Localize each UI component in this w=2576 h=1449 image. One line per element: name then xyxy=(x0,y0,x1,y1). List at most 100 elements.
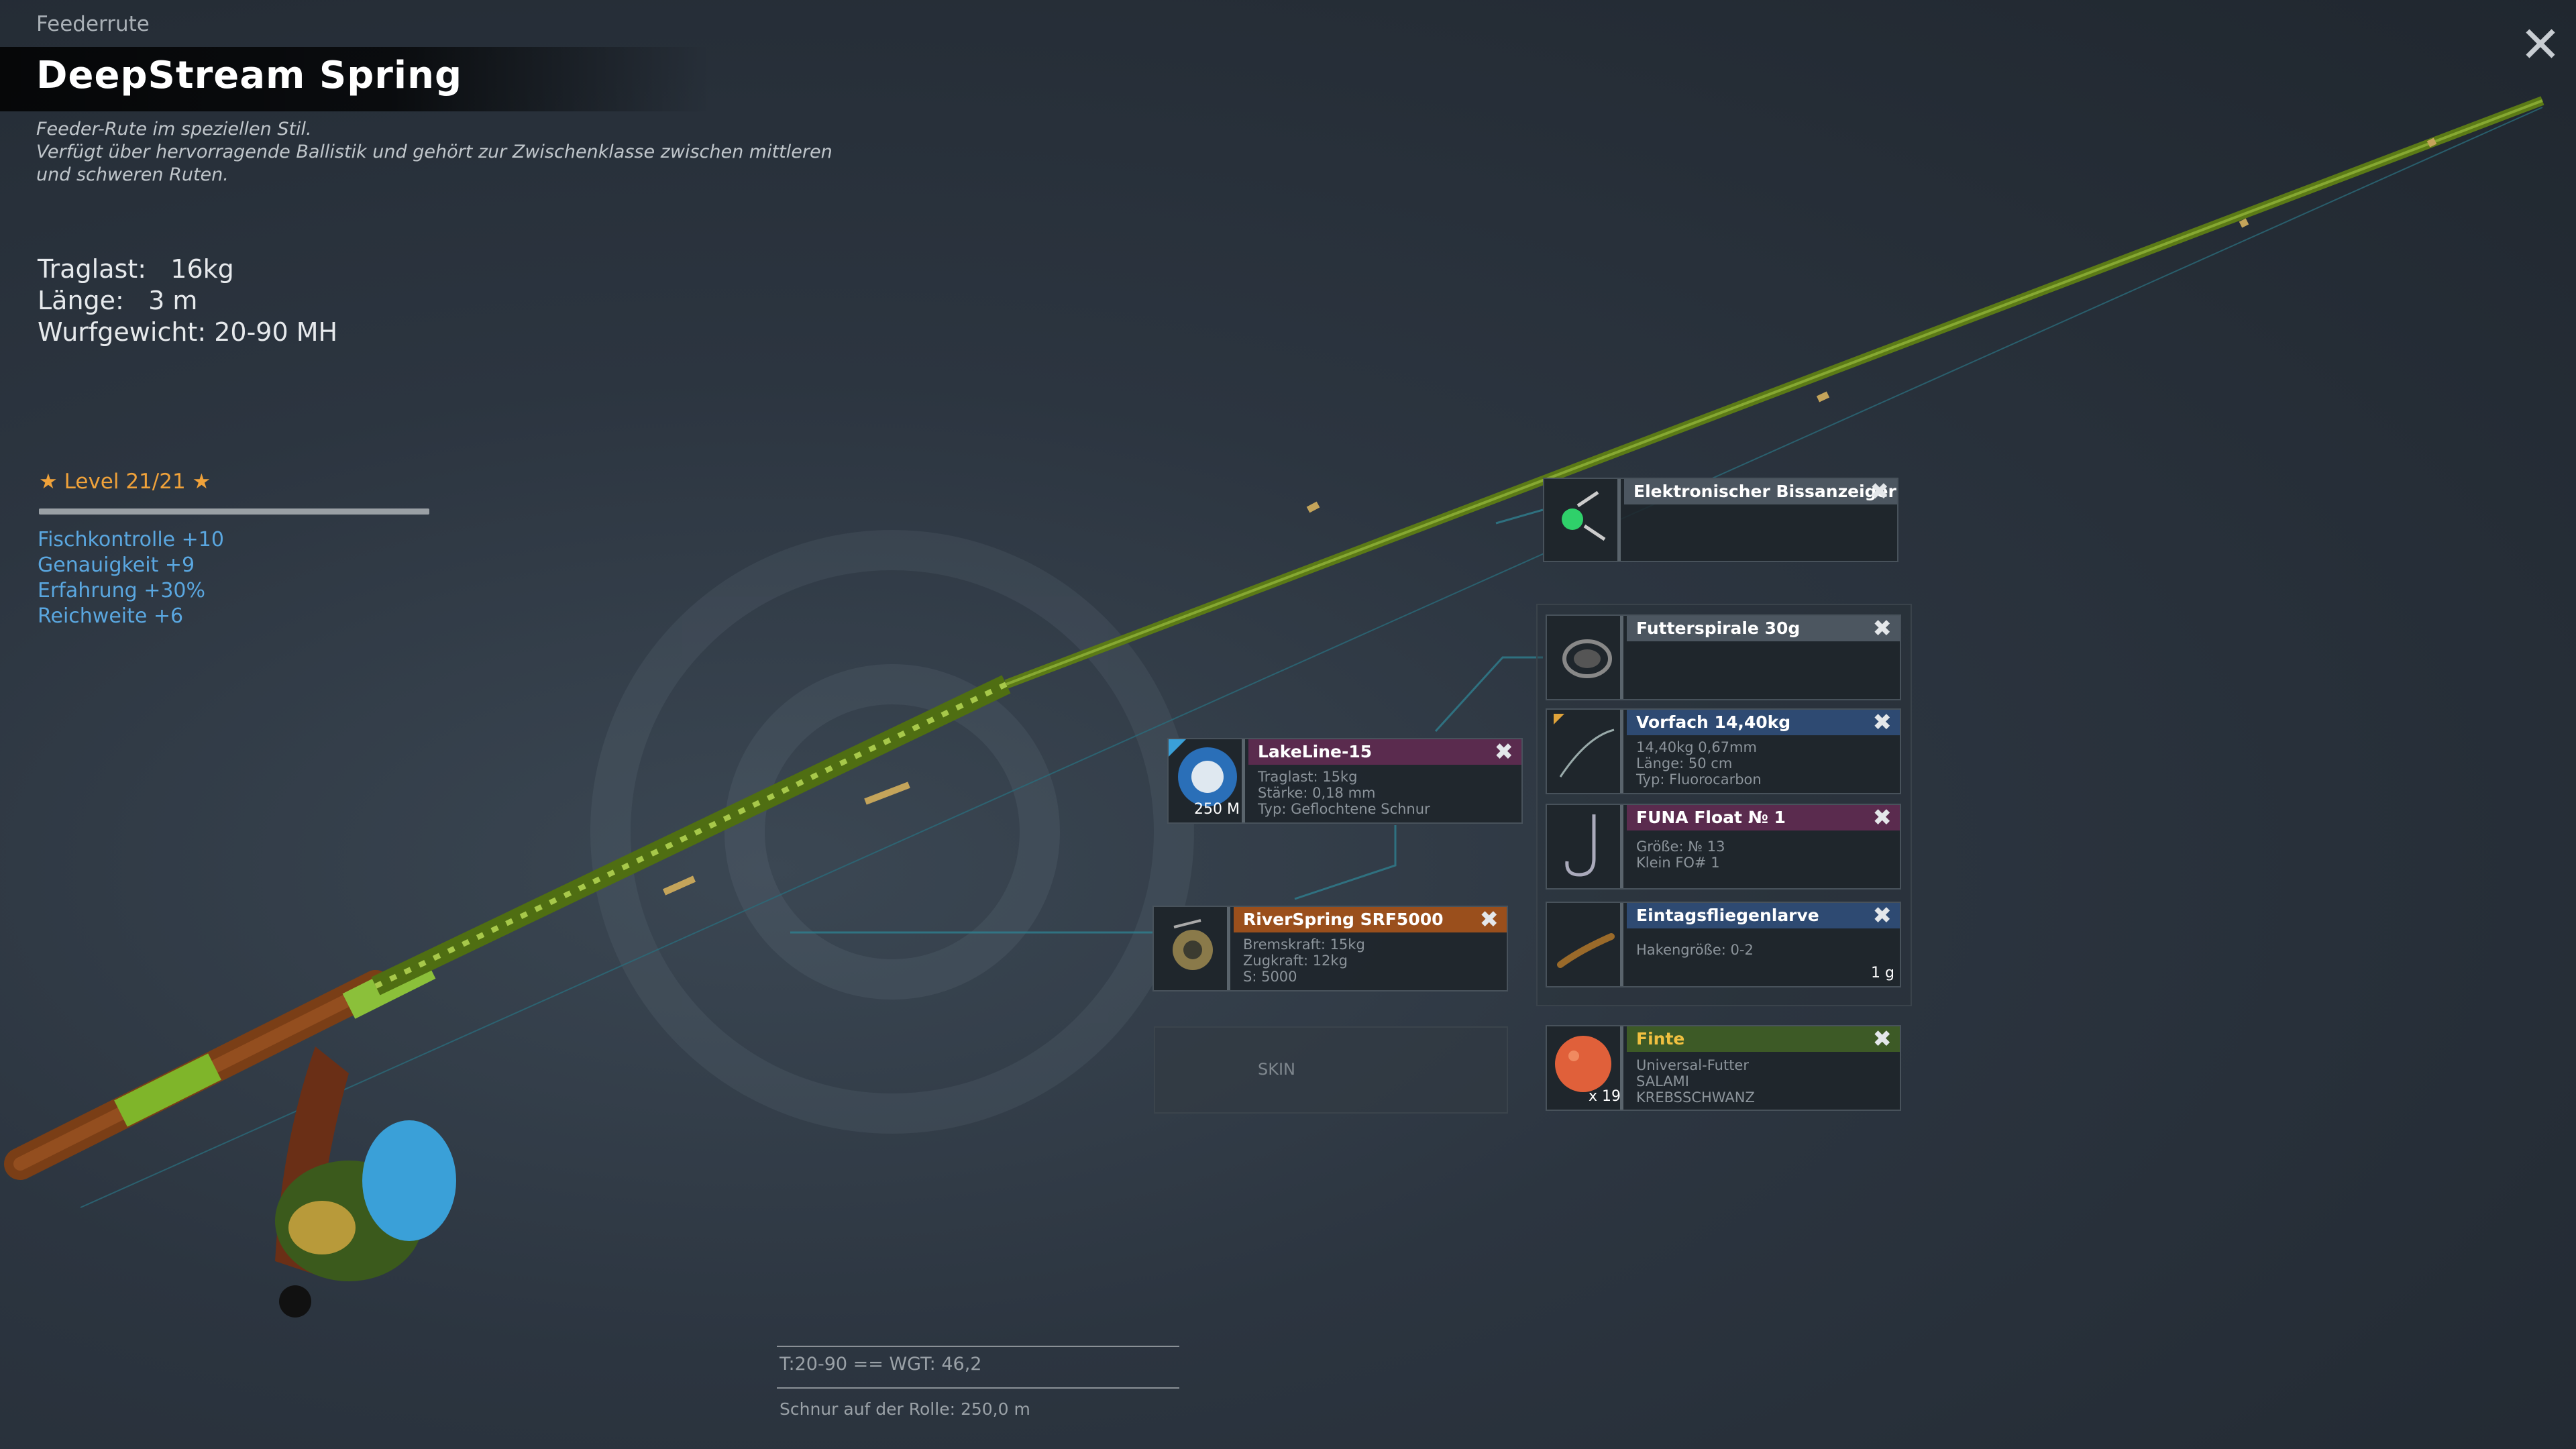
remove-bite-alarm-button[interactable]: ✖ xyxy=(1870,478,1890,505)
slot-bite-alarm-title: Elektronischer Bissanzeiger xyxy=(1624,479,1897,504)
spool-line-readout: Schnur auf der Rolle: 250,0 m xyxy=(780,1399,1030,1419)
line-details: Traglast: 15kg Stärke: 0,18 mm Typ: Gefl… xyxy=(1258,769,1515,817)
reel-illustration xyxy=(275,1046,456,1318)
hook-detail: Klein FO# 1 xyxy=(1636,855,1720,871)
slot-line-title: LakeLine-15 xyxy=(1248,739,1521,765)
level-bonuses: Fischkontrolle +10 Genauigkeit +9 Erfahr… xyxy=(38,527,224,629)
rod-blank xyxy=(4,96,2544,1180)
bonus-item: Erfahrung +30% xyxy=(38,579,206,602)
rod-category: Feederrute xyxy=(36,12,150,36)
stat-length-value: 3 m xyxy=(148,286,198,315)
groundbait-detail: SALAMI xyxy=(1636,1073,1689,1089)
bonus-item: Genauigkeit +9 xyxy=(38,553,195,577)
leader-name: Vorfach 14,40kg xyxy=(1636,712,1791,732)
reel-details: Bremskraft: 15kg Zugkraft: 12kg S: 5000 xyxy=(1243,936,1500,985)
slot-bite-alarm[interactable]: Elektronischer Bissanzeiger ✖ xyxy=(1543,478,1898,562)
stat-cast-value: 20-90 MH xyxy=(214,317,338,347)
rod-description: Feeder-Rute im speziellen Stil. Verfügt … xyxy=(36,118,833,186)
title-bar-background xyxy=(0,47,711,111)
stat-load: Traglast: 16kg xyxy=(38,254,337,285)
bonus-item: Fischkontrolle +10 xyxy=(38,528,224,551)
tension-weight-readout: T:20-90 == WGT: 46,2 xyxy=(780,1354,982,1375)
bait-name: Eintagsfliegenlarve xyxy=(1636,906,1819,925)
stat-length: Länge: 3 m xyxy=(38,285,337,317)
leader-detail: Länge: 50 cm xyxy=(1636,755,1733,771)
stat-length-label: Länge: xyxy=(38,286,124,315)
bite-alarm-name: Elektronischer Bissanzeiger xyxy=(1633,482,1896,501)
slot-leader[interactable]: Vorfach 14,40kg ✖ 14,40kg 0,67mm Länge: … xyxy=(1546,708,1901,794)
groundbait-ball-icon xyxy=(1547,1026,1623,1110)
hook-detail: Größe: № 13 xyxy=(1636,839,1725,855)
larva-icon xyxy=(1547,903,1623,986)
bait-quantity: 1 g xyxy=(1871,965,1894,981)
remove-bait-button[interactable]: ✖ xyxy=(1872,902,1892,929)
reel-detail: S: 5000 xyxy=(1243,969,1297,985)
line-detail: Typ: Geflochtene Schnur xyxy=(1258,801,1430,817)
groundbait-name: Finte xyxy=(1636,1029,1685,1049)
line-detail: Stärke: 0,18 mm xyxy=(1258,785,1376,801)
line-detail: Traglast: 15kg xyxy=(1258,769,1358,785)
close-button[interactable]: ✕ xyxy=(2519,16,2561,74)
footer-divider xyxy=(777,1387,1179,1389)
level-label: ★ Level 21/21 ★ xyxy=(39,470,211,494)
reel-icon xyxy=(1154,907,1230,990)
footer-divider xyxy=(777,1346,1179,1347)
line-name: LakeLine-15 xyxy=(1258,742,1373,761)
connector-lines xyxy=(80,107,2543,1208)
leader-details: 14,40kg 0,67mm Länge: 50 cm Typ: Fluoroc… xyxy=(1636,739,1893,788)
slot-hook-title: FUNA Float № 1 xyxy=(1627,805,1900,830)
leader-detail: Typ: Fluorocarbon xyxy=(1636,771,1762,788)
slot-bait[interactable]: Eintagsfliegenlarve ✖ Hakengröße: 0-2 1 … xyxy=(1546,902,1901,987)
slot-bait-title: Eintagsfliegenlarve xyxy=(1627,903,1900,928)
slot-reel-title: RiverSpring SRF5000 xyxy=(1234,907,1507,932)
skin-label: SKIN xyxy=(1258,1060,1296,1079)
slot-line[interactable]: 250 M LakeLine-15 ✖ Traglast: 15kg Stärk… xyxy=(1167,738,1523,824)
slot-leader-title: Vorfach 14,40kg xyxy=(1627,710,1900,735)
level-progress-bar xyxy=(39,508,429,515)
slot-groundbait[interactable]: x 19 Finte ✖ Universal-Futter SALAMI KRE… xyxy=(1546,1025,1901,1111)
page-title: DeepStream Spring xyxy=(36,54,463,97)
groundbait-quantity: x 19 xyxy=(1589,1088,1621,1105)
remove-reel-button[interactable]: ✖ xyxy=(1479,906,1499,933)
hook-icon xyxy=(1547,805,1623,888)
hook-name: FUNA Float № 1 xyxy=(1636,808,1786,827)
remove-hook-button[interactable]: ✖ xyxy=(1872,804,1892,831)
gear-watermark-icon xyxy=(590,530,1194,1134)
line-spool-icon xyxy=(1169,739,1245,822)
hook-details: Größe: № 13 Klein FO# 1 xyxy=(1636,839,1893,871)
bait-detail: Hakengröße: 0-2 xyxy=(1636,942,1754,958)
slot-feeder-title: Futterspirale 30g xyxy=(1627,616,1900,641)
leader-line-icon xyxy=(1547,710,1623,793)
groundbait-detail: KREBSSCHWANZ xyxy=(1636,1089,1755,1106)
reel-name: RiverSpring SRF5000 xyxy=(1243,910,1444,929)
bonus-item: Reichweite +6 xyxy=(38,604,184,628)
stat-load-label: Traglast: xyxy=(38,254,147,284)
slot-groundbait-title: Finte xyxy=(1627,1026,1900,1052)
bite-alarm-icon xyxy=(1544,479,1621,561)
remove-groundbait-button[interactable]: ✖ xyxy=(1872,1026,1892,1053)
remove-feeder-button[interactable]: ✖ xyxy=(1872,615,1892,642)
leader-detail: 14,40kg 0,67mm xyxy=(1636,739,1757,755)
reel-detail: Bremskraft: 15kg xyxy=(1243,936,1365,953)
slot-feeder[interactable]: Futterspirale 30g ✖ xyxy=(1546,614,1901,700)
description-line: Feeder-Rute im speziellen Stil. xyxy=(36,119,312,140)
feeder-name: Futterspirale 30g xyxy=(1636,619,1801,638)
groundbait-details: Universal-Futter SALAMI KREBSSCHWANZ xyxy=(1636,1057,1893,1106)
description-line: und schweren Ruten. xyxy=(36,164,229,185)
stat-cast: Wurfgewicht: 20-90 MH xyxy=(38,317,337,348)
remove-leader-button[interactable]: ✖ xyxy=(1872,709,1892,736)
skin-slot[interactable] xyxy=(1154,1026,1508,1114)
line-spool-length: 250 M xyxy=(1194,801,1240,818)
stat-load-value: 16kg xyxy=(170,254,234,284)
slot-reel[interactable]: RiverSpring SRF5000 ✖ Bremskraft: 15kg Z… xyxy=(1152,906,1508,991)
reel-detail: Zugkraft: 12kg xyxy=(1243,953,1348,969)
description-line: Verfügt über hervorragende Ballistik und… xyxy=(36,142,833,162)
remove-line-button[interactable]: ✖ xyxy=(1494,739,1514,765)
bait-details: Hakengröße: 0-2 xyxy=(1636,942,1893,958)
groundbait-detail: Universal-Futter xyxy=(1636,1057,1749,1073)
stat-cast-label: Wurfgewicht: xyxy=(38,317,207,347)
feeder-spiral-icon xyxy=(1547,616,1623,699)
slot-hook[interactable]: FUNA Float № 1 ✖ Größe: № 13 Klein FO# 1 xyxy=(1546,804,1901,890)
rod-stats: Traglast: 16kg Länge: 3 m Wurfgewicht: 2… xyxy=(38,254,337,348)
